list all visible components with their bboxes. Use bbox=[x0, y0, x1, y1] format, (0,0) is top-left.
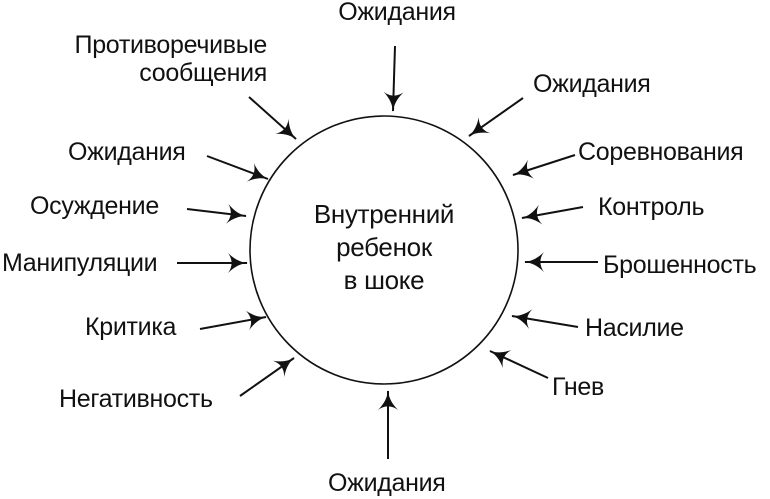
label-judgment: Осуждение bbox=[30, 192, 159, 220]
arrow-control bbox=[521, 204, 584, 225]
label-expectations-right: Ожидания bbox=[533, 70, 651, 98]
arrow-anger bbox=[489, 349, 549, 379]
label-criticism: Критика bbox=[85, 313, 177, 341]
arrow-contradictory-messages bbox=[248, 96, 297, 140]
arrow-expectations-top bbox=[383, 45, 404, 112]
label-expectations-bottom: Ожидания bbox=[328, 469, 446, 497]
label-expectations-top: Ожидания bbox=[338, 0, 456, 26]
arrow-judgment bbox=[186, 203, 247, 224]
center-circle-label: Внутренний ребенок в шоке bbox=[313, 199, 455, 295]
arrow-criticism bbox=[199, 310, 267, 331]
arrow-negativity bbox=[239, 357, 295, 397]
arrow-competitions bbox=[512, 154, 576, 179]
label-anger: Гнев bbox=[552, 373, 604, 401]
arrow-violence bbox=[511, 309, 579, 329]
center-circle bbox=[249, 115, 519, 385]
label-violence: Насилие bbox=[585, 314, 684, 342]
label-abandonment: Брошенность bbox=[603, 251, 757, 279]
label-negativity: Негативность bbox=[59, 385, 213, 413]
label-competitions: Соревнования bbox=[578, 138, 744, 166]
label-expectations-left: Ожидания bbox=[68, 138, 186, 166]
label-control: Контроль bbox=[598, 193, 705, 221]
label-manipulations: Манипуляции bbox=[2, 249, 158, 277]
arrow-expectations-left bbox=[206, 155, 269, 182]
arrow-expectations-right bbox=[468, 97, 524, 137]
label-contradictory-messages: Противоречивые сообщения bbox=[74, 31, 268, 87]
